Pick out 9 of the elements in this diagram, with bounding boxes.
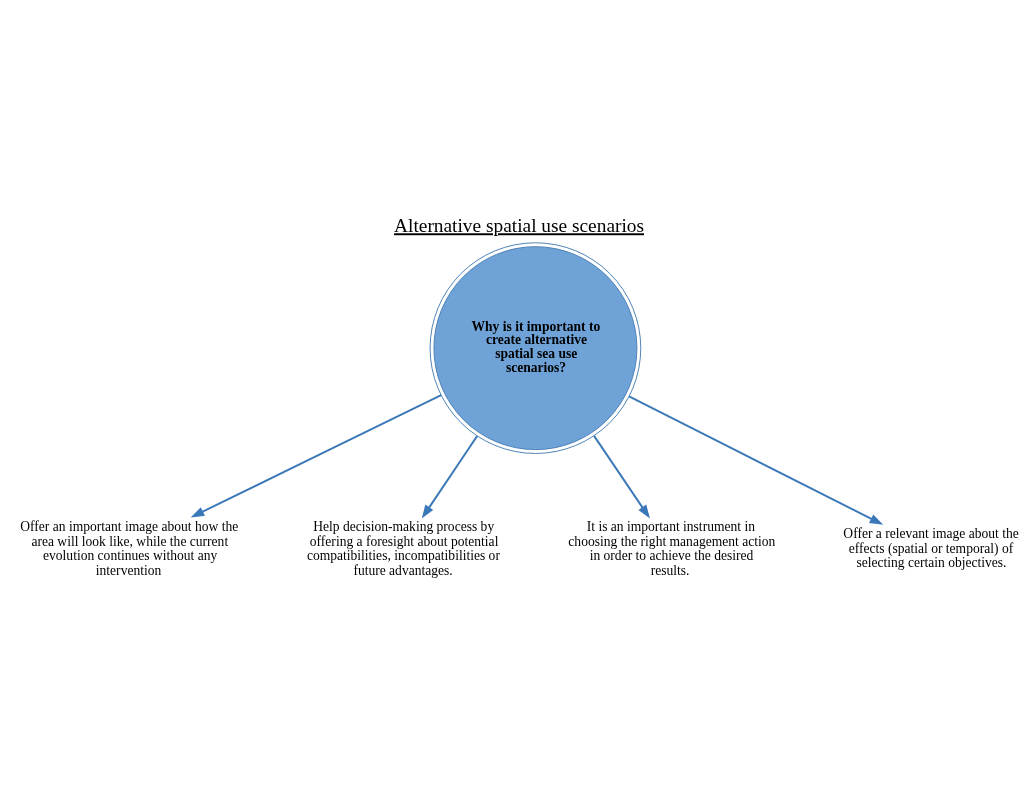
node-text: Offer a relevant image about the effects (spatial or temporal) of selecting certain objectives. <box>843 526 1019 571</box>
arrow <box>190 394 443 518</box>
arrow <box>628 395 884 525</box>
node-text: It is an important instrument in choosing the right management action in order to achieve the desired results. <box>568 519 776 578</box>
node-text: Help decision-making process by offering a foresight about potential compatibilities, incompatibilities or future advantages. <box>306 519 500 578</box>
node-text: Offer an important image about how the area will look like, while the current evolution continues without any intervention <box>20 519 239 578</box>
diagram-title: Alternative spatial use scenarios <box>394 215 645 237</box>
arrow <box>421 434 479 519</box>
arrow <box>593 434 650 519</box>
